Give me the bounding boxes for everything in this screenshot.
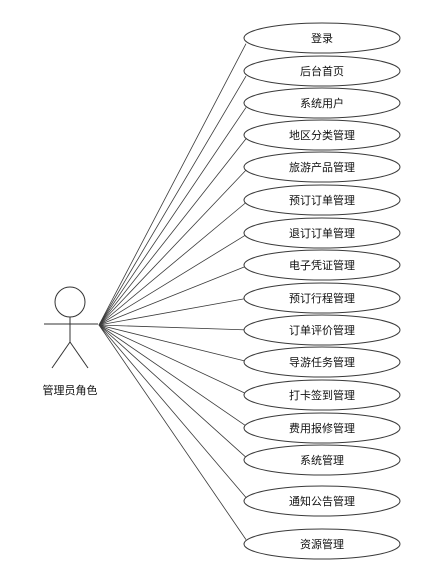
use-case: 系统管理 (243, 444, 401, 476)
use-case-label: 通知公告管理 (289, 494, 355, 508)
use-case: 打卡签到管理 (243, 379, 401, 411)
use-case-label: 导游任务管理 (289, 355, 355, 369)
association-line (98, 138, 247, 326)
use-case-label: 系统管理 (300, 453, 344, 467)
association-line (98, 324, 247, 362)
use-case-ellipse (243, 151, 401, 183)
association-line (98, 169, 247, 326)
association-line (98, 324, 247, 540)
use-case-label: 费用报修管理 (289, 421, 355, 435)
use-case: 登录 (243, 22, 401, 54)
association-line (98, 324, 247, 458)
use-case-label: 后台首页 (300, 64, 344, 78)
use-case-label: 系统用户 (300, 96, 344, 110)
use-case-list: 登录后台首页系统用户地区分类管理旅游产品管理预订订单管理退订订单管理电子凭证管理… (243, 22, 401, 560)
association-line (98, 43, 247, 326)
use-case: 资源管理 (243, 528, 401, 560)
association-line (98, 324, 247, 394)
association-line (98, 265, 247, 326)
use-case: 预订订单管理 (243, 184, 401, 216)
use-case-ellipse (243, 184, 401, 216)
association-line (98, 324, 247, 498)
use-case: 预订行程管理 (243, 282, 401, 314)
actor-label: 管理员角色 (43, 383, 98, 397)
use-case: 后台首页 (243, 55, 401, 87)
association-line (98, 324, 247, 427)
use-case-label: 电子凭证管理 (289, 258, 355, 272)
actor-head (54, 286, 86, 318)
association-line (98, 107, 247, 326)
use-case: 费用报修管理 (243, 412, 401, 444)
association-line (98, 202, 247, 326)
use-case-ellipse (243, 314, 401, 346)
use-case: 系统用户 (243, 87, 401, 119)
use-case-ellipse (243, 346, 401, 378)
use-case-label: 订单评价管理 (289, 323, 355, 337)
use-case-ellipse (243, 249, 401, 281)
use-case: 订单评价管理 (243, 314, 401, 346)
use-case-label: 资源管理 (300, 537, 344, 551)
use-case-label: 预订行程管理 (289, 291, 355, 305)
use-case: 导游任务管理 (243, 346, 401, 378)
use-case-ellipse (243, 379, 401, 411)
use-case: 地区分类管理 (243, 119, 401, 151)
use-case: 旅游产品管理 (243, 151, 401, 183)
use-case-label: 旅游产品管理 (289, 160, 355, 174)
use-case-label: 预订订单管理 (289, 193, 355, 207)
association-lines (98, 43, 247, 540)
actor-figure: 管理员角色 (43, 286, 98, 397)
association-line (98, 234, 247, 326)
actor-right-leg (69, 341, 89, 369)
use-case-ellipse (243, 412, 401, 444)
use-case-label: 地区分类管理 (289, 128, 355, 142)
use-case-ellipse (243, 55, 401, 87)
use-case: 通知公告管理 (243, 485, 401, 517)
association-line (98, 324, 247, 331)
use-case-ellipse (243, 444, 401, 476)
use-case-ellipse (243, 22, 401, 54)
use-case-ellipse (243, 528, 401, 560)
use-case-label: 打卡签到管理 (289, 388, 355, 402)
use-case-ellipse (243, 282, 401, 314)
use-case: 电子凭证管理 (243, 249, 401, 281)
use-case-ellipse (243, 87, 401, 119)
use-case: 退订订单管理 (243, 217, 401, 249)
use-case-label: 登录 (311, 31, 333, 45)
use-case-label: 退订订单管理 (289, 226, 355, 240)
use-case-ellipse (243, 485, 401, 517)
association-line (98, 75, 247, 326)
use-case-ellipse (243, 119, 401, 151)
use-case-ellipse (243, 217, 401, 249)
actor-left-leg (51, 341, 71, 369)
association-line (98, 298, 247, 326)
